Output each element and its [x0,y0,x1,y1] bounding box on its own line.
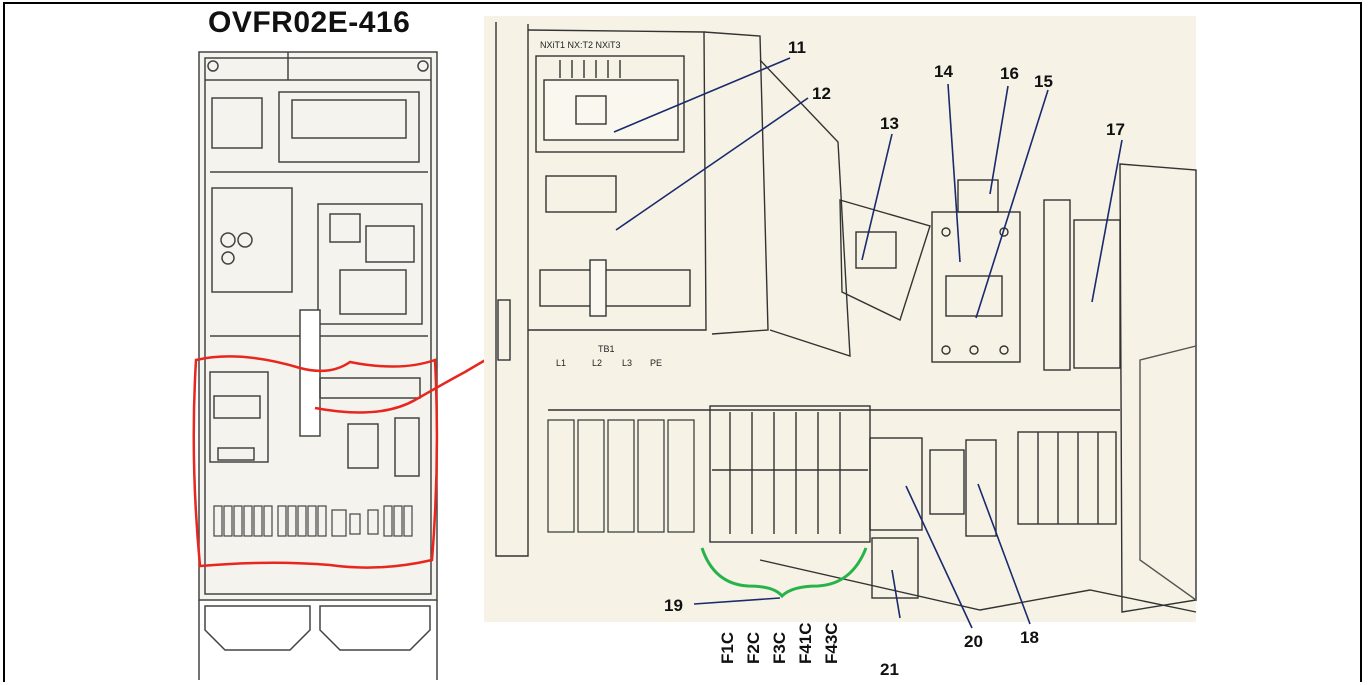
leader-lines [613,57,1123,629]
callout-21: 21 [880,660,899,679]
figure-frame [3,2,1362,682]
callout-17: 17 [1106,120,1125,139]
fuse-label-f3c: F3C [770,631,789,664]
callout-15: 15 [1034,72,1053,91]
callout-19: 19 [664,596,683,615]
callout-12: 12 [812,84,831,103]
callout-11: 11 [788,38,806,57]
tb1-label: TB1 [598,344,615,354]
fuse-group-bracket [700,547,868,599]
highlight-region [192,350,501,569]
detail-view [484,16,1197,622]
callout-16: 16 [1000,64,1019,83]
cabinet-overview [198,51,438,680]
fuse-label-f43c: F43C [822,622,841,664]
fuse-label-f41c: F41C [796,622,815,664]
transformer-terminal-label: NXiT1 NX:T2 NXiT3 [540,40,621,50]
l2-label: L2 [592,358,603,368]
l3-label: L3 [622,358,633,368]
cabinet-title: OVFR02E-416 [208,6,411,39]
fuse-label-f1c: F1C [718,631,737,664]
callout-20: 20 [964,632,983,651]
callout-14: 14 [934,62,953,81]
callout-13: 13 [880,114,899,133]
fuse-label-f2c: F2C [744,631,763,664]
l1-label: L1 [556,358,567,368]
pe-label: PE [650,358,663,368]
callout-18: 18 [1020,628,1039,647]
